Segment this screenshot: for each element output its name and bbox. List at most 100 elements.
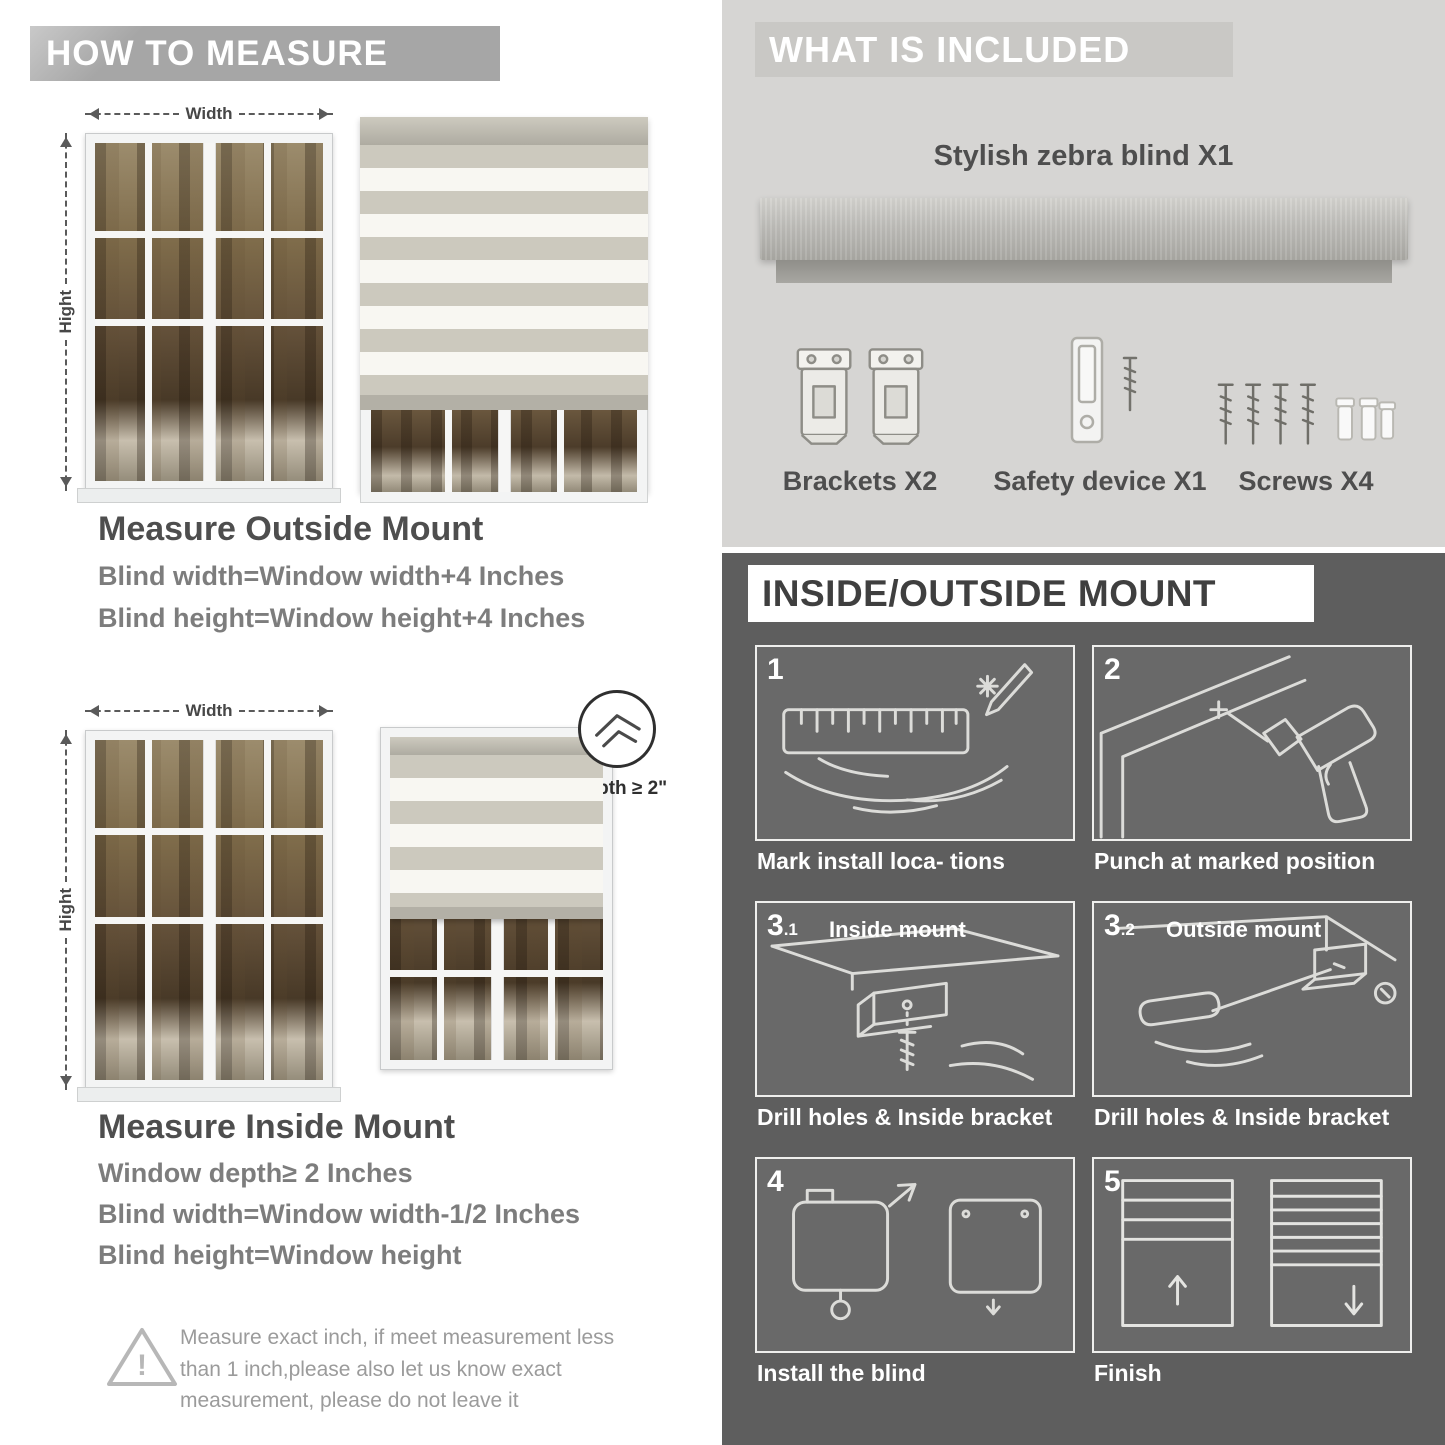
window-sill [77,488,341,503]
window-muntin [145,740,153,1080]
window-illustration-inside [77,730,341,1102]
window-muntin [95,828,323,836]
step-panel-3-2: 3.2 Outside mount [1092,901,1412,1097]
window-muntin [95,916,323,924]
step-number: 3.2 [1104,909,1135,943]
blind-cassette [360,117,648,145]
arrow-line [60,133,72,285]
window-sill [77,1087,341,1102]
window-muntin [390,969,603,977]
step-panel-4: 4 [755,1157,1075,1353]
blind-cassette [390,737,603,755]
inside-mount-line-2: Blind width=Window width-1/2 Inches [98,1199,581,1229]
blind-stripes [360,145,648,395]
width-label: Width [185,701,233,720]
safety-device-icon [1070,336,1138,444]
width-arrow: Width [85,104,333,124]
outside-mount-title: Measure Outside Mount [98,510,484,548]
safety-device-label: Safety device X1 [993,466,1207,496]
headrail-bottom-rail [776,260,1392,283]
step-caption-5: Finish [1094,1360,1162,1386]
window-glass [95,143,323,481]
arrow-line [60,730,72,883]
mark-locations-illustration [782,663,1034,814]
window-glass [371,410,637,492]
step-caption-1: Mark install loca- tions [757,848,1005,874]
outside-mount-line-1: Blind width=Window width+4 Inches [98,561,565,591]
what-is-included-banner: WHAT IS INCLUDED [755,22,1233,77]
window-illustration-outside [77,133,341,503]
height-arrow: Hight [56,133,76,491]
inside-mount-line-3: Blind height=Window height [98,1240,462,1270]
step-panel-5: 5 [1092,1157,1412,1353]
window-sash-divider [204,740,215,1080]
brackets-icon [796,348,924,445]
depth-callout-circle [578,690,656,768]
headrail-illustration [760,198,1408,260]
height-label: Hight [56,290,75,334]
step-caption-4: Install the blind [757,1360,926,1386]
warning-exclamation: ! [137,1349,147,1382]
how-to-measure-title: HOW TO MEASURE [46,34,388,73]
frame-corner-icon [595,714,641,748]
window-muntin [557,410,565,492]
blind-bottom-rail [360,395,648,410]
step-caption-3-1: Drill holes & Inside bracket [757,1104,1053,1130]
window-sash-divider [204,143,215,481]
step-panel-3-1: 3.1 Inside mount [755,901,1075,1097]
step-caption-2: Punch at marked position [1094,848,1376,874]
warning-text: Measure exact inch, if meet measurement … [180,1326,615,1412]
drill-illustration [1099,655,1377,839]
outside-mount-line-2: Blind height=Window height+4 Inches [98,603,586,633]
step-number: 4 [767,1165,784,1198]
step-number-sub: .2 [1120,920,1135,939]
what-is-included-title: WHAT IS INCLUDED [769,29,1131,70]
arrow-line [85,108,180,120]
blind-stripes [390,755,603,907]
step-number: 2 [1104,653,1121,686]
arrow-line [85,705,180,717]
inside-bracket-illustration [770,927,1060,1081]
height-arrow: Hight [56,730,76,1090]
window-muntin [445,410,453,492]
step-number-main: 3 [1104,909,1121,942]
product-label: Stylish zebra blind X1 [933,140,1234,172]
window-muntin [263,740,271,1080]
step-number: 1 [767,653,784,686]
screws-label: Screws X4 [1238,466,1374,496]
arrow-line [60,339,72,491]
window-muntin [263,143,271,481]
inside-mount-line-1: Window depth≥ 2 Inches [98,1158,413,1188]
width-label: Width [185,104,233,123]
window-glass [95,740,323,1080]
arrow-line [60,937,72,1090]
outside-bracket-illustration [1115,915,1397,1067]
warning-icon: ! [107,1328,177,1386]
finished-blinds-illustration [1121,1179,1383,1327]
window-sash-divider [499,410,510,492]
zebra-blind-outside-illustration [360,117,648,503]
window-bottom-under-blind [360,410,648,503]
window-muntin [95,318,323,326]
step-number: 3.1 [767,909,798,943]
step-number-main: 3 [767,909,784,942]
window-muntin [145,143,153,481]
step-title: Inside mount [829,917,966,942]
blind-bottom-rail [390,907,603,919]
arrow-line [238,705,333,717]
step-panel-2: 2 [1092,645,1412,841]
mount-banner: INSIDE/OUTSIDE MOUNT [748,565,1314,622]
zebra-blind-inside-illustration [380,727,613,1070]
step-caption-3-2: Drill holes & Inside bracket [1094,1104,1390,1130]
mount-title: INSIDE/OUTSIDE MOUNT [762,573,1217,614]
step-panel-1: 1 [755,645,1075,841]
width-arrow: Width [85,701,333,721]
height-label: Hight [56,888,75,932]
window-muntin [95,230,323,238]
screws-icon [1217,383,1397,445]
arrow-line [238,108,333,120]
step-number-sub: .1 [783,920,798,939]
brackets-label: Brackets X2 [782,466,938,496]
inside-mount-title: Measure Inside Mount [98,1108,456,1146]
